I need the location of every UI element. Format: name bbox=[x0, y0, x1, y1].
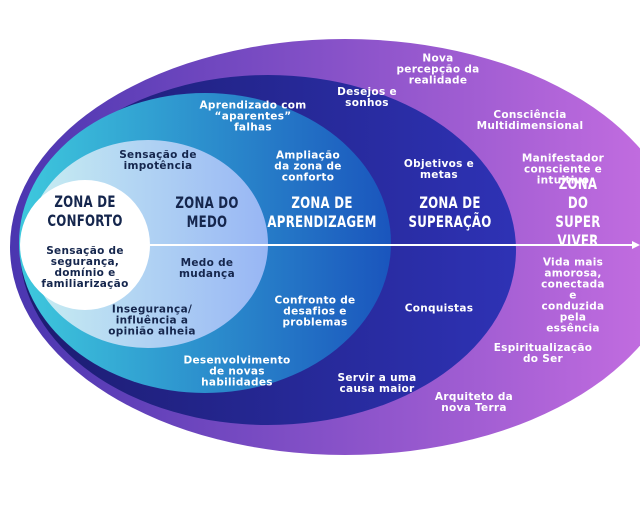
zone-super-viver-item: Vida mais amorosa, conectada e conduzida… bbox=[541, 256, 605, 335]
zone-aprendizagem-item: Desenvolvimento de novas habilidades bbox=[183, 354, 291, 389]
zone-superacao-item: Conquistas bbox=[404, 302, 474, 315]
zone-superacao-item: Servir a uma causa maior bbox=[337, 372, 417, 395]
arrow-head-icon bbox=[632, 241, 640, 249]
zone-super-viver-item: Manifestador consciente e intuitivo bbox=[521, 152, 605, 187]
zone-aprendizagem-title: ZONA DE APRENDIZAGEM bbox=[267, 193, 377, 231]
zone-medo-item: Medo de mudança bbox=[179, 257, 235, 280]
zone-conforto-title: ZONA DE CONFORTO bbox=[47, 192, 123, 230]
zone-superacao-item: Objetivos e metas bbox=[403, 158, 475, 181]
zone-super-viver-item: Espiritualização do Ser bbox=[493, 342, 593, 365]
zone-medo-item: Sensação de impotência bbox=[119, 149, 197, 172]
zone-aprendizagem-item: Aprendizado com “aparentes” falhas bbox=[199, 99, 307, 134]
zone-medo-title: ZONA DO MEDO bbox=[175, 193, 239, 231]
zone-super-viver-item: Consciência Multidimensional bbox=[476, 109, 584, 132]
zone-conforto-item: Sensação de segurança, domínio e familia… bbox=[41, 245, 129, 290]
zone-conforto-shape bbox=[20, 180, 150, 310]
zone-super-viver-title: ZONA DO SUPER VIVER bbox=[555, 174, 601, 250]
zone-medo-item: Insegurança/ influência a opinião alheia bbox=[108, 303, 196, 338]
zone-aprendizagem-item: Ampliação da zona de conforto bbox=[274, 149, 342, 184]
zone-super-viver-item: Nova percepção da realidade bbox=[396, 52, 480, 87]
zone-aprendizagem-item: Confronto de desafios e problemas bbox=[274, 294, 356, 329]
zone-superacao-item: Desejos e sonhos bbox=[337, 86, 397, 109]
zone-super-viver-item: Arquiteto da nova Terra bbox=[434, 391, 514, 414]
zone-superacao-title: ZONA DE SUPERAÇÃO bbox=[408, 193, 492, 231]
